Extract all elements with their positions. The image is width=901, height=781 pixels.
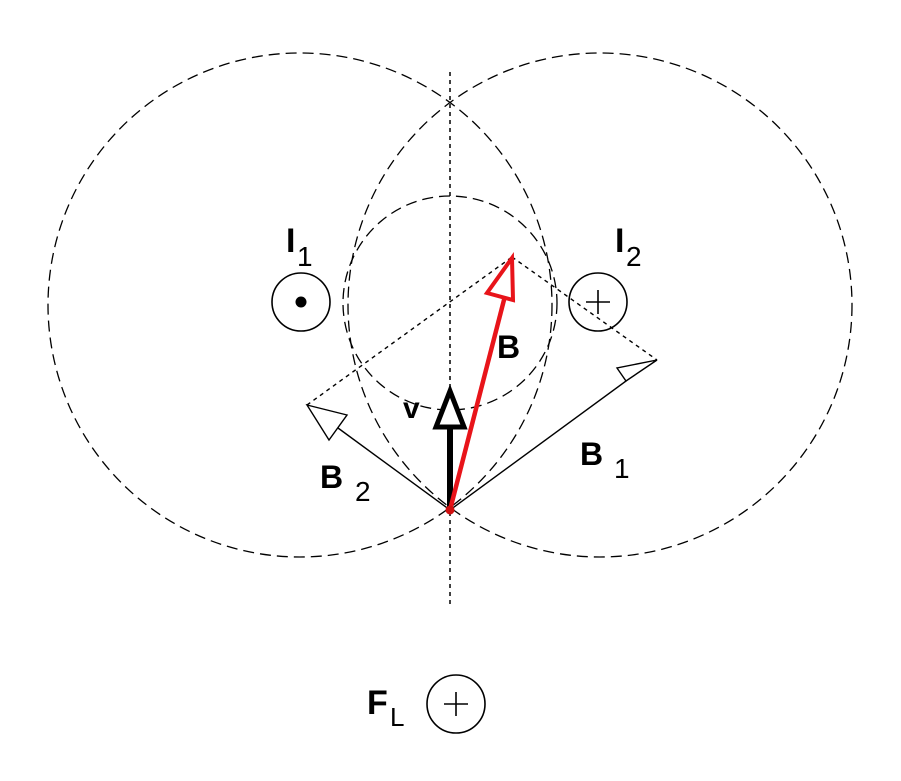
field-circle-large-right (347, 52, 853, 558)
label-current-2-sub: 2 (626, 241, 642, 272)
construction-line-b2-to-b (306, 256, 513, 406)
field-circle-large-left (47, 52, 553, 558)
label-current-1: I (286, 222, 295, 260)
current-1-dot-icon (271, 272, 331, 332)
label-velocity: v (403, 392, 420, 425)
label-field-1: B (580, 436, 603, 472)
label-current-2: I (615, 222, 624, 260)
label-lorentz-force: F (367, 684, 388, 722)
label-lorentz-force-sub: L (390, 702, 404, 732)
velocity-arrow (432, 384, 468, 508)
resultant-field-arrow (447, 251, 516, 511)
lorentz-force-cross-icon (426, 674, 486, 734)
vector-b2-arrow (305, 403, 451, 511)
vector-b1-arrow (449, 359, 658, 511)
current-2-cross-icon (568, 272, 628, 332)
label-field-1-sub: 1 (614, 453, 630, 484)
construction-line-b-to-b1 (511, 256, 658, 361)
label-field-2: B (320, 459, 343, 495)
label-resultant-field: B (497, 329, 520, 365)
label-current-1-sub: 1 (297, 241, 313, 272)
label-field-2-sub: 2 (355, 476, 371, 507)
charge-point (445, 505, 455, 515)
